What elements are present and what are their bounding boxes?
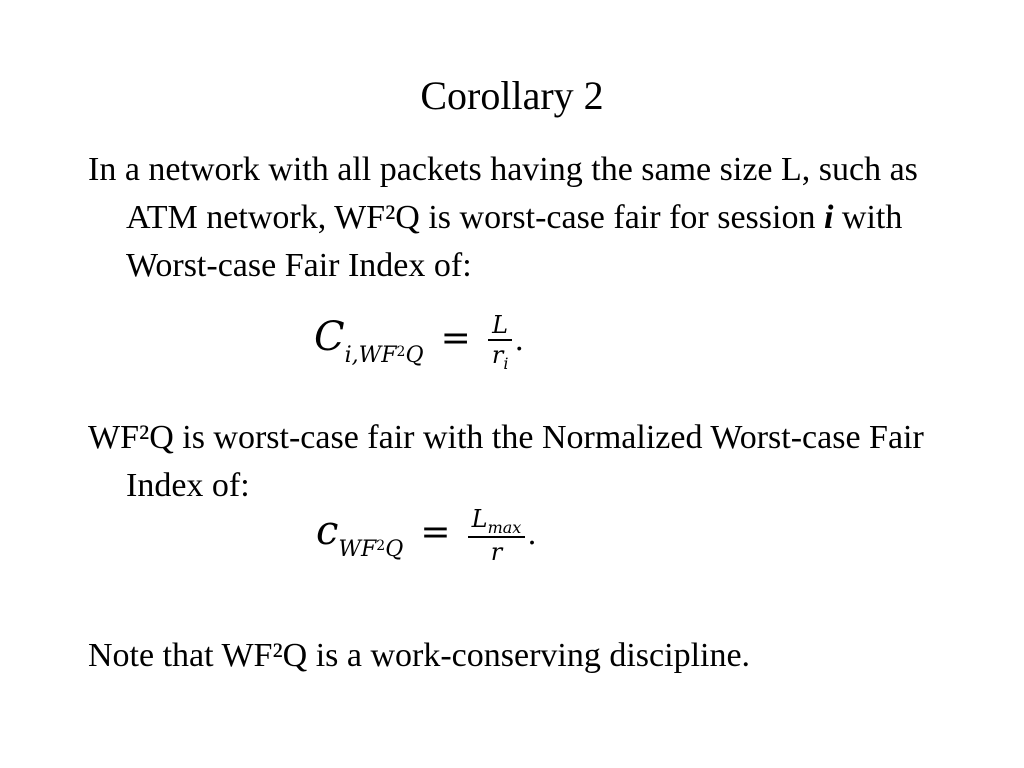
formula2-fraction-bar bbox=[467, 536, 526, 538]
formula-worst-case-fair-index: Ci,WF2Q = L ri . bbox=[314, 311, 524, 384]
formula1-period: . bbox=[514, 323, 524, 358]
formula1-equals: = bbox=[440, 318, 471, 359]
formula1-numerator: L bbox=[492, 311, 509, 339]
formula2-fraction: Lmax r bbox=[467, 505, 526, 566]
formula2-equals: = bbox=[420, 512, 451, 553]
formula1-sup: 2 bbox=[396, 344, 406, 360]
formula-normalized-index: cWF2Q = Lmax r . bbox=[316, 505, 537, 578]
formula1-lhs: C bbox=[314, 314, 345, 360]
session-variable: i bbox=[823, 199, 834, 236]
paragraph-corollary-statement: In a network with all packets having the… bbox=[88, 146, 986, 290]
formula2-sub-a: WF bbox=[338, 537, 377, 562]
formula2-lhs: c bbox=[316, 508, 339, 554]
formula1-denominator: ri bbox=[488, 341, 513, 373]
formula1-fraction-bar bbox=[487, 339, 513, 341]
formula2-lhs-subscript: WF2Q bbox=[338, 537, 403, 562]
paragraph-note: Note that WF²Q is a work-conserving disc… bbox=[88, 637, 751, 674]
formula2-num-l: L bbox=[471, 505, 488, 533]
formula1-sub-b: Q bbox=[405, 343, 424, 368]
slide-title: Corollary 2 bbox=[420, 73, 604, 118]
formula2-denominator: r bbox=[490, 538, 503, 566]
paragraph-text-before: In a network with all packets having the… bbox=[88, 151, 918, 236]
formula2-numerator: Lmax bbox=[468, 505, 526, 537]
formula1-sub-a: i,WF bbox=[344, 343, 397, 368]
formula1-den-sub: i bbox=[503, 354, 509, 373]
formula1-den-r: r bbox=[491, 341, 504, 369]
formula2-period: . bbox=[527, 517, 537, 552]
formula2-sup: 2 bbox=[376, 538, 386, 554]
paragraph-normalized-index: WF²Q is worst-case fair with the Normali… bbox=[88, 419, 924, 504]
formula2-sub-b: Q bbox=[385, 537, 404, 562]
formula1-lhs-subscript: i,WF2Q bbox=[345, 343, 424, 368]
paragraph-text-after: with Worst-case Fair Index of: bbox=[126, 199, 903, 284]
formula2-num-sub: max bbox=[487, 518, 522, 537]
formula1-fraction: L ri bbox=[487, 311, 513, 373]
